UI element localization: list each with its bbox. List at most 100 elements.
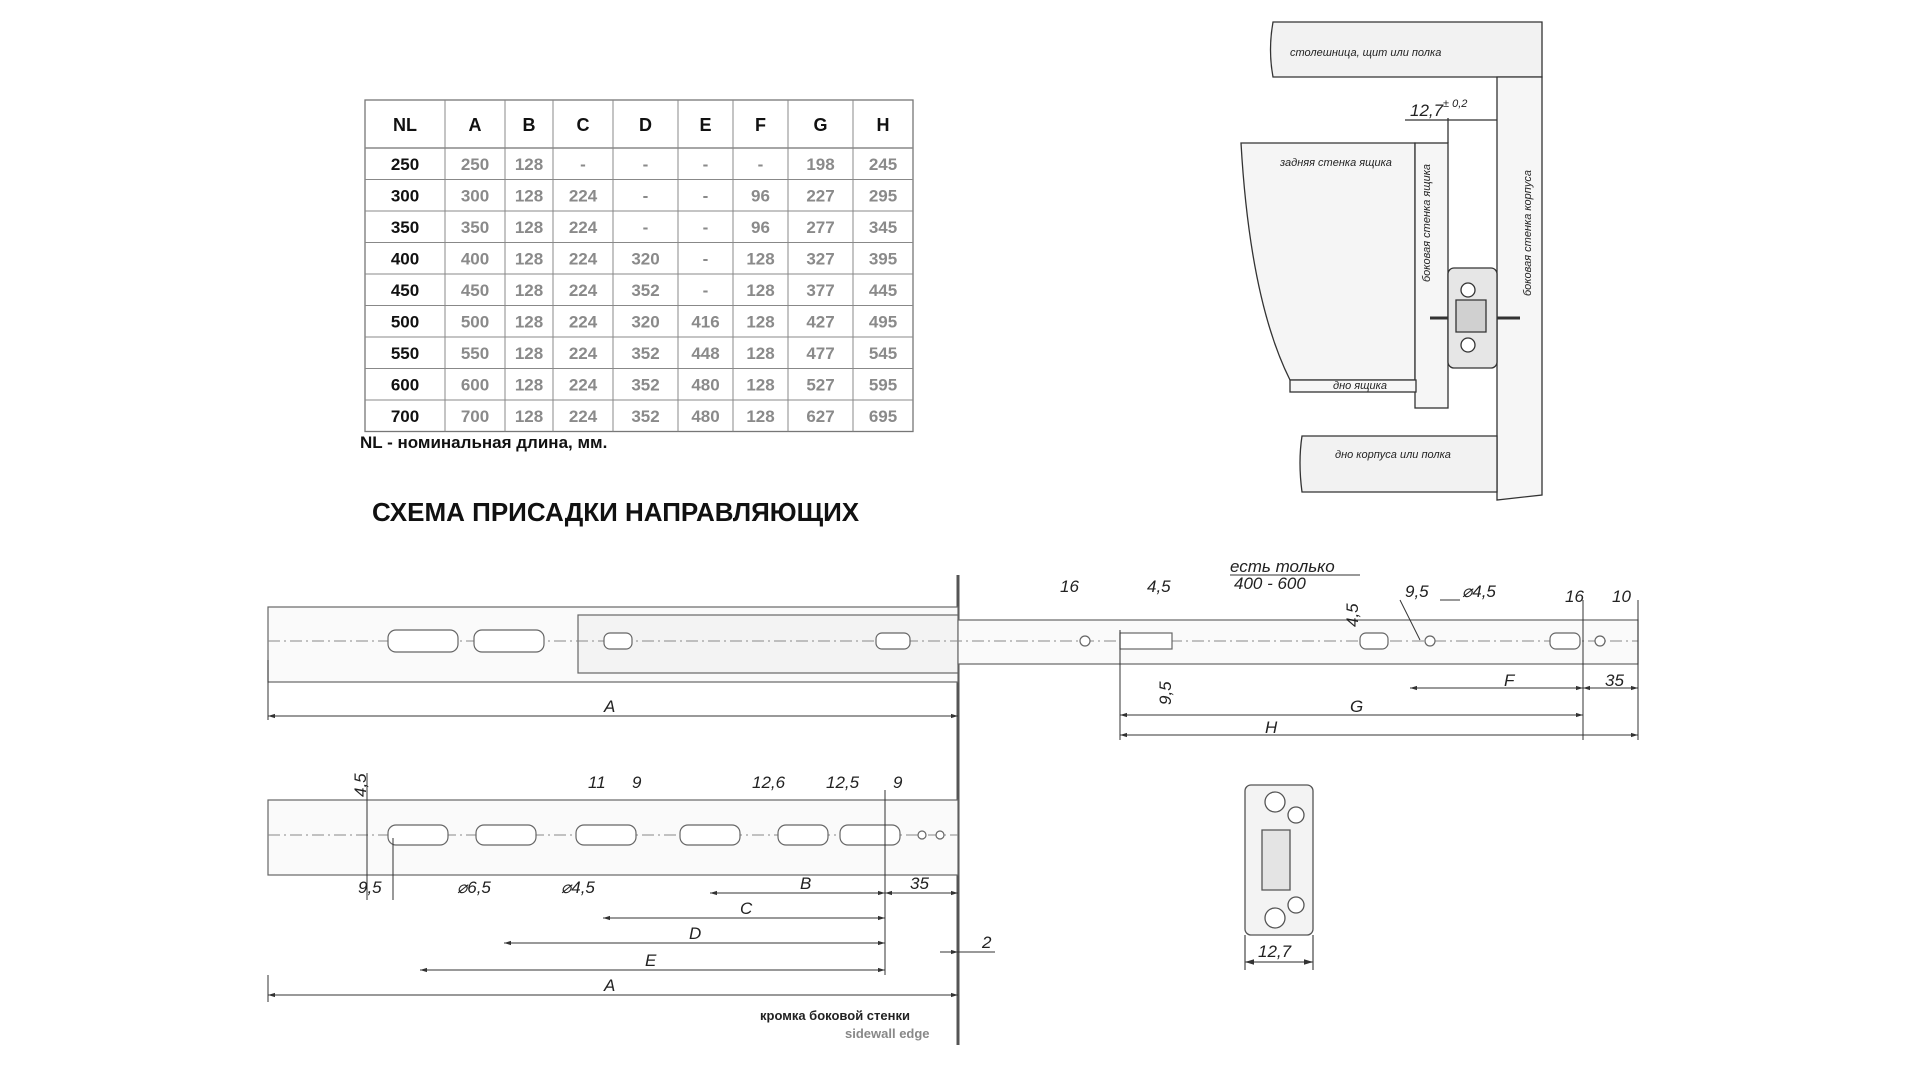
table-value-cell: 327 — [806, 249, 834, 268]
table-value-cell: 224 — [569, 186, 598, 205]
profile-width-12-7: 12,7 — [1258, 942, 1292, 961]
table-nl-cell: 700 — [391, 407, 419, 426]
table-value-cell: 224 — [569, 344, 598, 363]
table-value-cell: 352 — [631, 407, 659, 426]
table-value-cell: - — [703, 218, 709, 237]
dim-top-phi-4-5: ⌀4,5 — [1462, 582, 1496, 601]
label-gap-tolerance: ± 0,2 — [1443, 98, 1467, 110]
dim-bottom-12-6: 12,6 — [752, 773, 786, 792]
table-value-cell: 227 — [806, 186, 834, 205]
table-header-cell: C — [577, 115, 590, 135]
table-value-cell: 245 — [869, 155, 897, 174]
table-nl-cell: 450 — [391, 281, 419, 300]
rail-profile-drawing — [1244, 784, 1314, 970]
table-note: NL - номинальная длина, мм. — [360, 433, 607, 452]
table-value-cell: 400 — [461, 249, 489, 268]
table-value-cell: 427 — [806, 312, 834, 331]
dim-bottom-phi-6-5: ⌀6,5 — [457, 878, 491, 897]
table-value-cell: 277 — [806, 218, 834, 237]
dim-top-A: A — [603, 697, 615, 716]
table-header-cell: E — [699, 115, 711, 135]
table-value-cell: 128 — [515, 407, 543, 426]
table-value-cell: 345 — [869, 218, 897, 237]
table-header-cell: NL — [393, 115, 417, 135]
dim-bottom-11: 11 — [588, 773, 606, 792]
table-value-cell: 350 — [461, 218, 489, 237]
table-value-cell: 128 — [515, 186, 543, 205]
table-value-cell: 480 — [691, 407, 719, 426]
table-value-cell: 450 — [461, 281, 489, 300]
table-value-cell: 527 — [806, 375, 834, 394]
table-nl-cell: 300 — [391, 186, 419, 205]
dim-top-10: 10 — [1612, 587, 1631, 606]
table-value-cell: - — [703, 155, 709, 174]
table-value-cell: - — [758, 155, 764, 174]
dim-bottom-phi-4-5: ⌀4,5 — [561, 878, 595, 897]
table-header-cell: A — [469, 115, 482, 135]
table-value-cell: - — [643, 186, 649, 205]
table-value-cell: 250 — [461, 155, 489, 174]
diagram-title: СХЕМА ПРИСАДКИ НАПРАВЛЯЮЩИХ — [372, 497, 860, 527]
table-value-cell: 377 — [806, 281, 834, 300]
table-value-cell: - — [703, 186, 709, 205]
table-value-cell: 300 — [461, 186, 489, 205]
dim-bottom-12-5: 12,5 — [826, 773, 860, 792]
table-value-cell: 224 — [569, 407, 598, 426]
table-value-cell: 480 — [691, 375, 719, 394]
dim-bottom-4-5-vertical: 4,5 — [351, 773, 370, 797]
table-value-cell: - — [703, 281, 709, 300]
label-cabinet-side-wall: боковая стенка корпуса — [1522, 170, 1534, 296]
table-value-cell: - — [643, 155, 649, 174]
table-nl-cell: 350 — [391, 218, 419, 237]
table-value-cell: 128 — [746, 281, 774, 300]
dim-top-35: 35 — [1605, 671, 1624, 690]
table-value-cell: 395 — [869, 249, 897, 268]
table-value-cell: 224 — [569, 375, 598, 394]
dim-top-16b: 16 — [1565, 587, 1584, 606]
table-value-cell: 128 — [515, 218, 543, 237]
table-header-cell: G — [813, 115, 827, 135]
dim-bottom-D: D — [689, 924, 701, 943]
table-value-cell: 700 — [461, 407, 489, 426]
table-value-cell: 416 — [691, 312, 719, 331]
dim-top-G: G — [1350, 697, 1363, 716]
table-value-cell: 500 — [461, 312, 489, 331]
table-value-cell: 198 — [806, 155, 834, 174]
table-value-cell: 448 — [691, 344, 719, 363]
table-value-cell: 320 — [631, 312, 659, 331]
dim-bottom-35: 35 — [910, 874, 929, 893]
table-value-cell: - — [643, 218, 649, 237]
table-value-cell: 128 — [515, 249, 543, 268]
table-value-cell: 96 — [751, 186, 770, 205]
dim-top-H: H — [1265, 718, 1278, 737]
table-value-cell: 352 — [631, 344, 659, 363]
dim-top-16a: 16 — [1060, 577, 1079, 596]
label-sidewall-edge-ru: кромка боковой стенки — [760, 1008, 910, 1023]
table-value-cell: 128 — [515, 281, 543, 300]
dim-bottom-B: B — [800, 874, 811, 893]
dim-bottom-E: E — [645, 951, 657, 970]
table-value-cell: 224 — [569, 249, 598, 268]
dim-top-9-5-vertical: 9,5 — [1156, 681, 1175, 705]
dim-top-9-5: 9,5 — [1405, 582, 1429, 601]
table-value-cell: 352 — [631, 281, 659, 300]
dim-bottom-C: C — [740, 899, 753, 918]
table-value-cell: 128 — [746, 407, 774, 426]
dim-bottom-9b: 9 — [893, 773, 903, 792]
table-value-cell: 495 — [869, 312, 897, 331]
table-value-cell: 128 — [746, 312, 774, 331]
label-cabinet-bottom: дно корпуса или полка — [1335, 449, 1451, 461]
table-value-cell: 352 — [631, 375, 659, 394]
table-nl-cell: 550 — [391, 344, 419, 363]
bottom-rail-drawing — [267, 799, 959, 876]
label-sidewall-edge-en: sidewall edge — [845, 1026, 930, 1041]
top-rail-drawing — [267, 606, 1639, 683]
table-value-cell: 224 — [569, 312, 598, 331]
table-value-cell: 320 — [631, 249, 659, 268]
table-value-cell: 128 — [746, 344, 774, 363]
table-value-cell: 627 — [806, 407, 834, 426]
table-value-cell: - — [703, 249, 709, 268]
label-drawer-bottom: дно ящика — [1333, 380, 1387, 392]
